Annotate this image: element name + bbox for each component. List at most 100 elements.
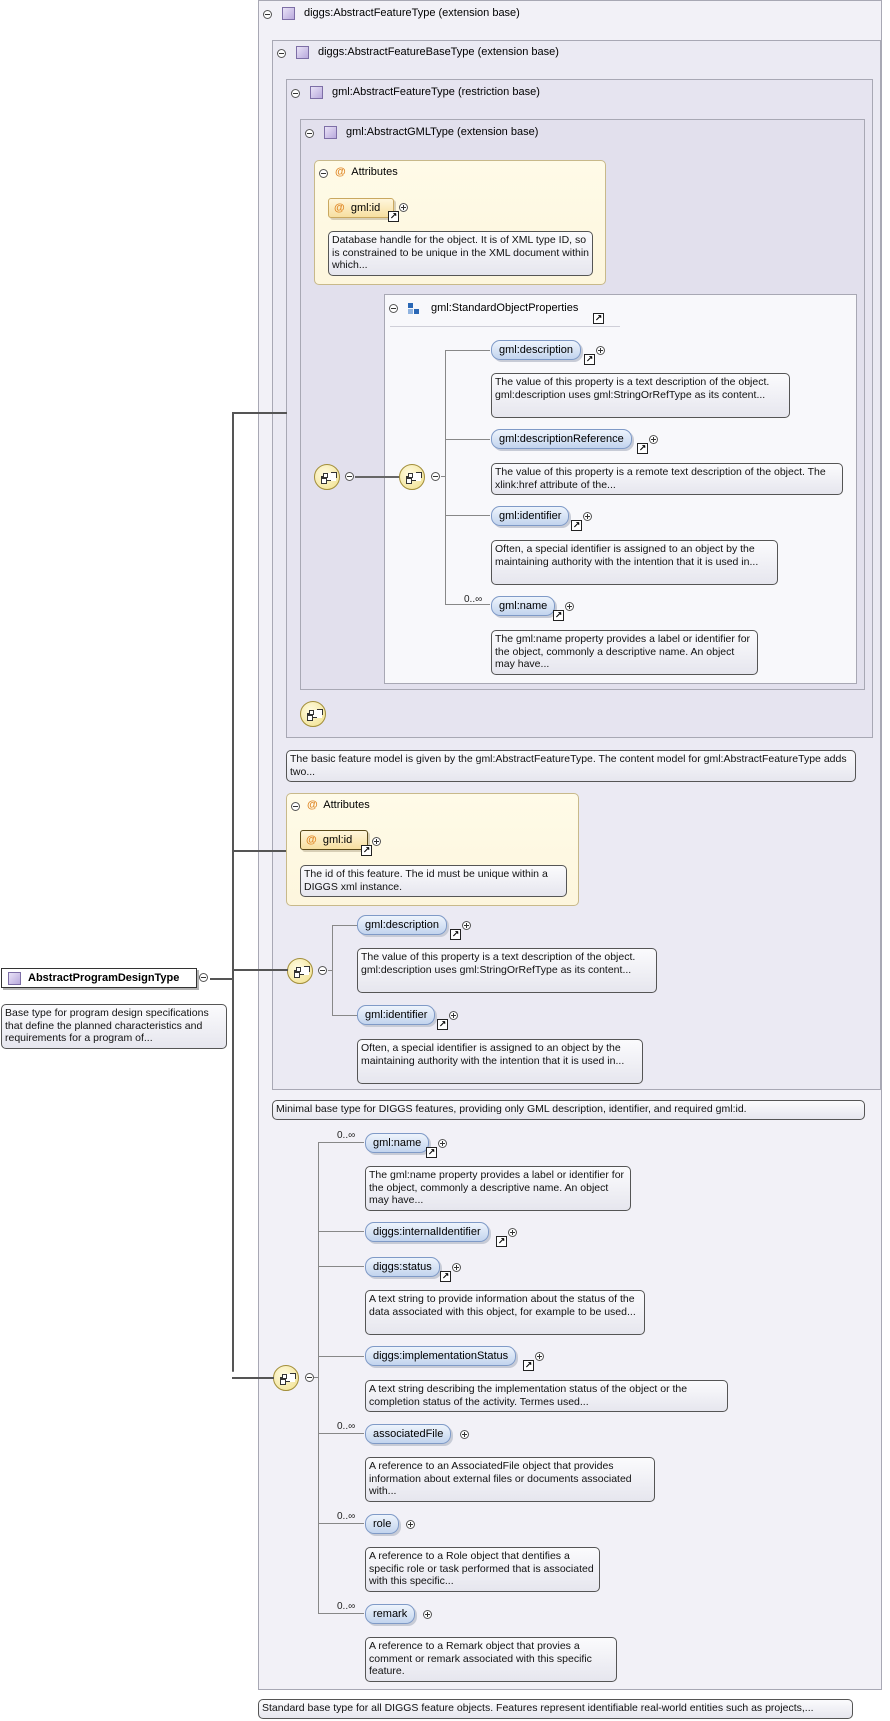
connector — [318, 1356, 364, 1357]
expand-toggle[interactable] — [406, 1520, 415, 1529]
sequence-compositor[interactable] — [314, 464, 340, 490]
link-icon[interactable]: ↗ — [361, 845, 372, 856]
expand-toggle[interactable] — [399, 203, 408, 212]
ext-doc: Standard base type for all DIGGS feature… — [258, 1699, 853, 1719]
collapse-toggle[interactable] — [345, 472, 354, 481]
link-icon[interactable]: ↗ — [440, 1271, 451, 1282]
connector — [332, 1015, 357, 1016]
link-icon[interactable]: ↗ — [388, 211, 399, 222]
divider — [390, 326, 620, 327]
collapse-toggle[interactable] — [305, 129, 314, 138]
element-gml-name[interactable]: gml:name — [365, 1133, 430, 1153]
element-gml-identifier[interactable]: gml:identifier — [357, 1005, 436, 1025]
multiplicity: 0..∞ — [464, 594, 483, 605]
element-doc: The gml:name property provides a label o… — [365, 1166, 631, 1211]
element-gml-identifier[interactable]: gml:identifier — [491, 506, 570, 526]
element-gml-description[interactable]: gml:description — [491, 340, 581, 360]
expand-toggle[interactable] — [449, 1011, 458, 1020]
link-icon[interactable]: ↗ — [637, 443, 648, 454]
connector — [232, 1377, 274, 1379]
element-gml-description[interactable]: gml:description — [357, 915, 447, 935]
sequence-compositor[interactable] — [273, 1365, 299, 1391]
collapse-toggle[interactable] — [263, 10, 272, 19]
collapse-toggle[interactable] — [431, 472, 440, 481]
link-icon[interactable]: ↗ — [553, 610, 564, 621]
element-doc: A reference to an AssociatedFile object … — [365, 1457, 655, 1502]
connector — [445, 604, 490, 605]
expand-toggle[interactable] — [423, 1610, 432, 1619]
attribute-doc: Database handle for the object. It is of… — [328, 231, 593, 276]
connector — [445, 350, 490, 351]
expand-toggle[interactable] — [565, 602, 574, 611]
sequence-compositor[interactable] — [399, 464, 425, 490]
collapse-toggle[interactable] — [389, 304, 398, 313]
expand-toggle[interactable] — [462, 921, 471, 930]
attribute-icon: @ — [306, 834, 317, 846]
complex-type-icon — [324, 126, 337, 139]
complex-type-icon — [310, 86, 323, 99]
expand-toggle[interactable] — [508, 1228, 517, 1237]
element-remark[interactable]: remark — [365, 1604, 416, 1624]
element-gml-name[interactable]: gml:name — [491, 596, 556, 616]
link-icon[interactable]: ↗ — [593, 313, 604, 324]
element-associated-file[interactable]: associatedFile — [365, 1424, 452, 1444]
element-doc: The value of this property is a remote t… — [491, 463, 843, 495]
collapse-toggle[interactable] — [277, 49, 286, 58]
connector — [445, 515, 490, 516]
link-icon[interactable]: ↗ — [437, 1019, 448, 1030]
connector — [314, 1377, 319, 1378]
element-doc: The value of this property is a text des… — [357, 948, 657, 993]
collapse-toggle[interactable] — [291, 802, 300, 811]
expand-toggle[interactable] — [452, 1263, 461, 1272]
collapse-toggle[interactable] — [318, 966, 327, 975]
collapse-toggle[interactable] — [291, 89, 300, 98]
element-doc: A text string to provide information abo… — [365, 1290, 645, 1335]
expand-toggle[interactable] — [438, 1139, 447, 1148]
attribute-doc: The id of this feature. The id must be u… — [300, 865, 567, 897]
expand-toggle[interactable] — [372, 837, 381, 846]
sequence-compositor[interactable] — [300, 701, 326, 727]
link-icon[interactable]: ↗ — [571, 520, 582, 531]
complex-type-icon — [8, 972, 21, 985]
expand-toggle[interactable] — [596, 346, 605, 355]
multiplicity: 0..∞ — [337, 1421, 356, 1432]
attribute-icon: @ — [307, 799, 318, 811]
complex-type-icon — [296, 46, 309, 59]
expand-toggle[interactable] — [649, 435, 658, 444]
connector — [445, 439, 490, 440]
element-diggs-status[interactable]: diggs:status — [365, 1257, 440, 1277]
attribute-gml-id[interactable]: @ gml:id — [300, 830, 368, 850]
root-type-abstract-program-design-type[interactable]: AbstractProgramDesignType — [1, 968, 197, 988]
element-doc: A reference to a Remark object that prov… — [365, 1637, 617, 1682]
element-diggs-implementation-status[interactable]: diggs:implementationStatus — [365, 1346, 517, 1366]
expand-toggle[interactable] — [583, 512, 592, 521]
sequence-compositor[interactable] — [287, 958, 313, 984]
link-icon[interactable]: ↗ — [584, 354, 595, 365]
link-icon[interactable]: ↗ — [496, 1236, 507, 1247]
collapse-toggle[interactable] — [319, 169, 328, 178]
expand-toggle[interactable] — [535, 1352, 544, 1361]
attribute-gml-id[interactable]: @ gml:id — [328, 198, 394, 218]
element-role[interactable]: role — [365, 1514, 400, 1534]
element-diggs-internal-identifier[interactable]: diggs:internalIdentifier — [365, 1222, 489, 1242]
collapse-toggle[interactable] — [199, 973, 208, 982]
link-icon[interactable]: ↗ — [523, 1360, 534, 1371]
attribute-icon: @ — [334, 202, 345, 214]
attribute-icon: @ — [335, 166, 346, 178]
connector — [318, 1231, 364, 1232]
connector — [355, 476, 400, 478]
link-icon[interactable]: ↗ — [426, 1147, 437, 1158]
connector — [328, 970, 333, 971]
link-icon[interactable]: ↗ — [450, 929, 461, 940]
element-gml-description-reference[interactable]: gml:descriptionReference — [491, 429, 632, 449]
complex-type-icon — [282, 7, 295, 20]
connector — [232, 412, 287, 414]
connector — [318, 1142, 364, 1143]
multiplicity: 0..∞ — [337, 1601, 356, 1612]
element-doc: Often, a special identifier is assigned … — [357, 1039, 643, 1084]
connector — [332, 925, 357, 926]
connector — [232, 969, 288, 971]
expand-toggle[interactable] — [460, 1430, 469, 1439]
collapse-toggle[interactable] — [305, 1373, 314, 1382]
multiplicity: 0..∞ — [337, 1511, 356, 1522]
